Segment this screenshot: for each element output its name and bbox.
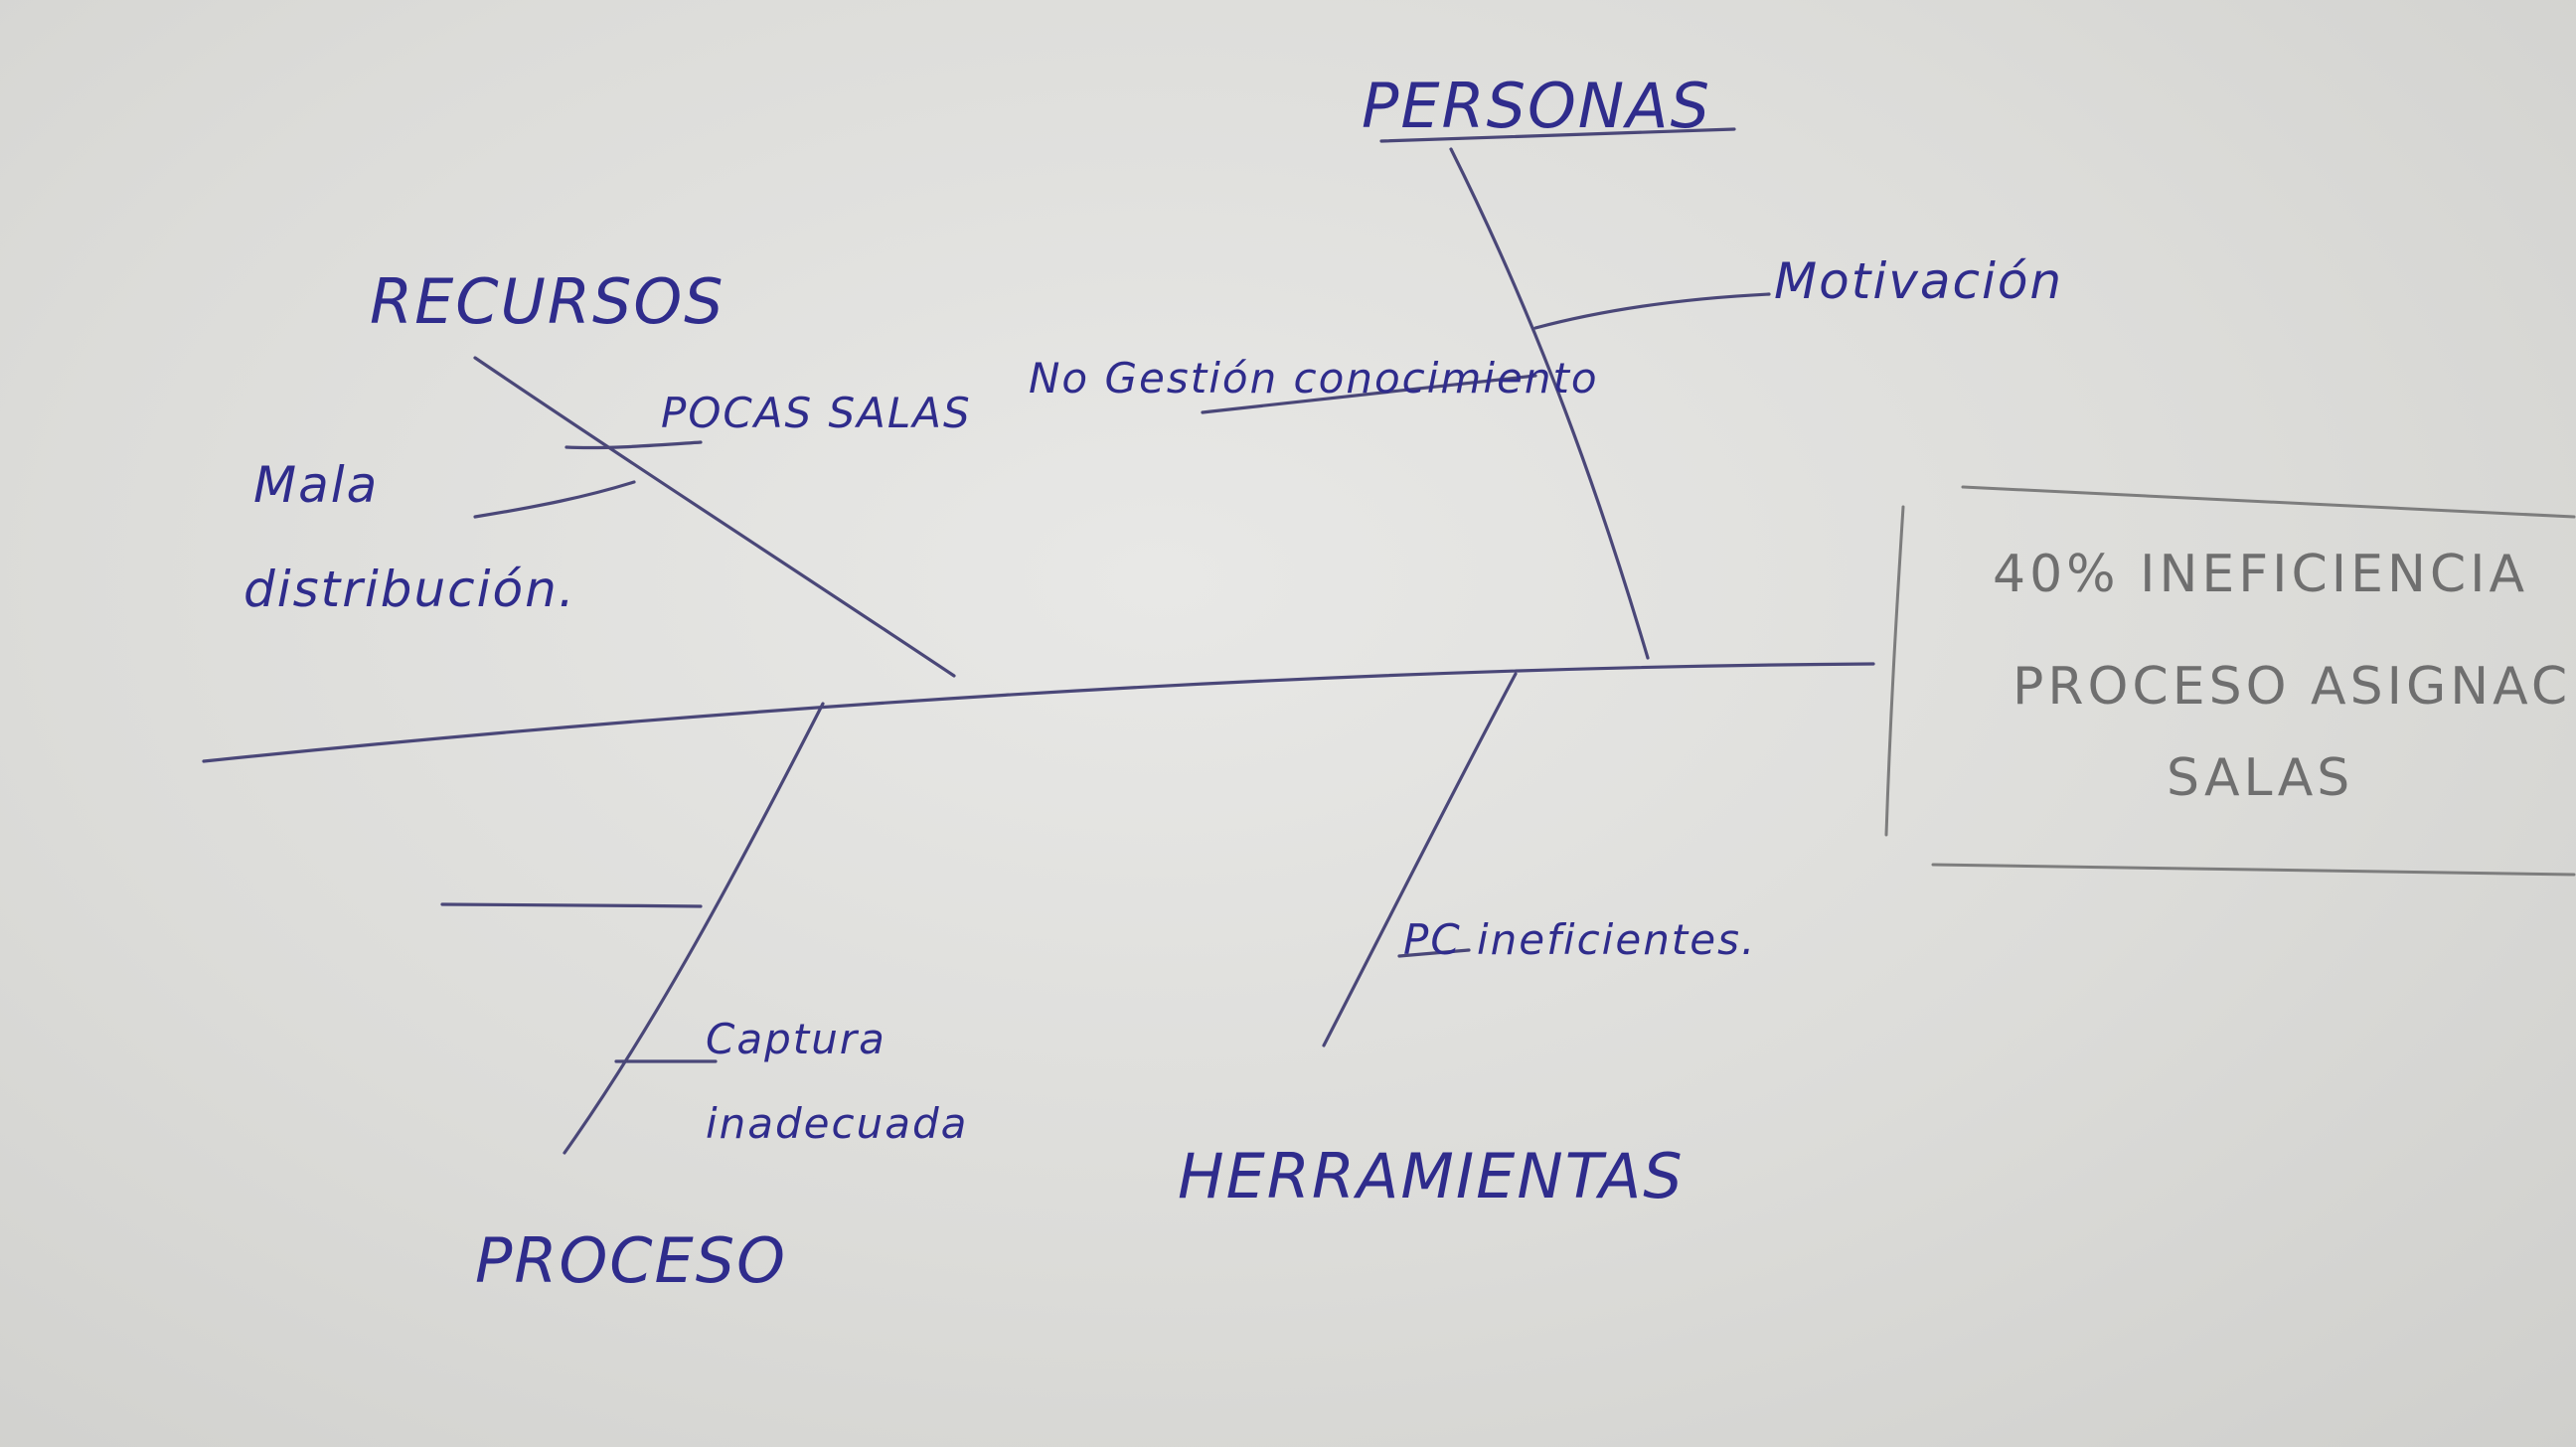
cause-captura-line-1: Captura — [706, 1015, 886, 1063]
effect-line-2: PROCESO ASIGNACIÓN — [2012, 655, 2576, 717]
branch-pc — [1397, 948, 1471, 958]
bone-herramientas — [1322, 672, 1518, 1047]
category-underline-personas — [1379, 127, 1736, 143]
cause-pocas-salas: POCAS SALAS — [661, 389, 972, 437]
cause-pc-ineficientes: PC ineficientes. — [1403, 915, 1756, 964]
bone-proceso — [563, 702, 825, 1155]
effect-box-left — [1884, 505, 1905, 837]
branch-mala-distribucion — [473, 480, 636, 519]
spine-line — [202, 662, 1875, 763]
category-herramientas: HERRAMIENTAS — [1178, 1140, 1685, 1212]
effect-box-bottom — [1931, 863, 2576, 877]
effect-box-top — [1961, 485, 2576, 519]
branch-pocas-salas — [564, 440, 703, 450]
category-proceso: PROCESO — [475, 1224, 787, 1297]
cause-mala-line-2: distribución. — [243, 561, 576, 618]
category-personas: PERSONAS — [1362, 70, 1711, 142]
branch-motivacion — [1533, 292, 1771, 330]
branch-proceso-top — [440, 902, 703, 908]
cause-motivacion: Motivación — [1774, 252, 2063, 310]
cause-mala-line-1: Mala — [253, 456, 379, 514]
bone-personas — [1449, 147, 1650, 660]
branch-no-gestion — [1201, 374, 1537, 414]
cause-no-gestion-conocimiento: No Gestión conocimiento — [1029, 354, 1599, 402]
effect-line-3: SALAS — [2167, 748, 2353, 808]
category-recursos: RECURSOS — [370, 265, 725, 338]
cause-captura-line-2: inadecuada — [706, 1099, 968, 1148]
effect-line-1: 40% INEFICIENCIA — [1993, 545, 2528, 604]
bone-recursos — [473, 356, 956, 678]
